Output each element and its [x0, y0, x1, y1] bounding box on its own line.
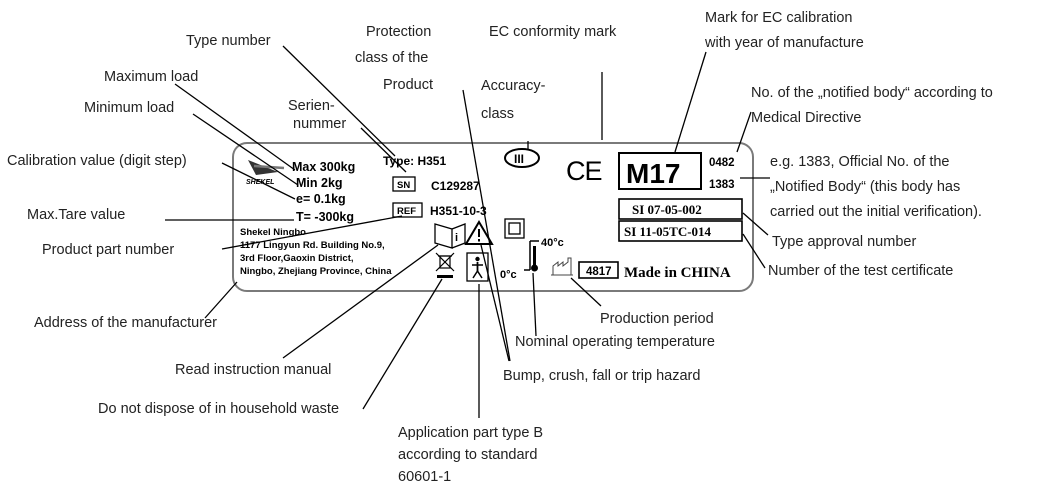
test-certificate-text: SI 11-05TC-014	[624, 224, 712, 239]
tare-value-text: T= -300kg	[296, 210, 354, 224]
callout-no-household: Do not dispose of in household waste	[98, 401, 339, 417]
body-type-b-icon	[466, 252, 489, 282]
callout-read-manual: Read instruction manual	[175, 362, 331, 378]
callout-ec-calibration-2: with year of manufacture	[704, 35, 864, 51]
notified-body-number: 0482	[709, 157, 735, 169]
made-in-text: Made in CHINA	[624, 265, 731, 281]
temp-min-text: 0°c	[500, 269, 517, 281]
weee-bin-icon	[435, 252, 455, 278]
callout-accuracy-2: class	[481, 106, 514, 122]
ref-box-text: REF	[397, 206, 416, 217]
callout-test-certificate: Number of the test certificate	[768, 263, 953, 279]
period-box-text: 4817	[586, 266, 612, 278]
callout-protection-3: Product	[383, 77, 433, 93]
max-load-text: Max 300kg	[292, 160, 355, 174]
callout-type-number: Type number	[186, 33, 271, 49]
manual-icon: i	[434, 223, 466, 249]
callout-serial-1: Serien-	[288, 98, 335, 114]
type-approval-box	[618, 198, 743, 220]
test-certificate-box	[618, 220, 743, 242]
label-plate	[232, 142, 754, 292]
m17-box	[618, 152, 702, 190]
callout-maximum-load: Maximum load	[104, 69, 198, 85]
m17-text: M17	[626, 158, 680, 189]
type-approval-text: SI 07-05-002	[632, 202, 702, 217]
type-number-text: Type: H351	[383, 154, 446, 168]
callout-bump-hazard: Bump, crush, fall or trip hazard	[503, 368, 700, 384]
square-protection-icon	[504, 218, 525, 239]
callout-application-part-3: 60601-1	[398, 469, 451, 485]
callout-production-period: Production period	[600, 311, 714, 327]
production-factory-icon	[551, 257, 573, 276]
thermometer-icon	[524, 240, 539, 272]
accuracy-class-text: III	[514, 152, 524, 166]
serial-number-text: C129287	[431, 179, 480, 193]
callout-application-part-2: according to standard	[398, 447, 537, 463]
ref-box	[392, 202, 423, 218]
temp-max-text: 40°c	[541, 237, 564, 249]
callout-ec-mark: EC conformity mark	[489, 24, 617, 40]
address-line-1: Shekel Ningbo	[240, 227, 306, 238]
e-value-text: e= 0.1kg	[296, 192, 346, 206]
callout-product-part: Product part number	[42, 242, 174, 258]
sn-box-text: SN	[397, 180, 410, 191]
callout-official-no-2: „Notified Body“ (this body has	[770, 179, 960, 195]
accuracy-class-ellipse	[504, 148, 540, 168]
callout-application-part-1: Application part type B	[398, 425, 543, 441]
callout-notified-body-1: No. of the „notified body“ according to	[751, 85, 993, 101]
callout-protection-1: Protection	[366, 24, 431, 40]
callout-minimum-load: Minimum load	[84, 100, 174, 116]
svg-text:i: i	[455, 232, 458, 244]
part-number-text: H351-10-3	[430, 204, 487, 218]
callout-type-approval: Type approval number	[772, 234, 916, 250]
callout-nominal-temp: Nominal operating temperature	[515, 334, 715, 350]
callout-official-no-3: carried out the initial verification).	[770, 204, 982, 220]
sn-box	[392, 176, 416, 192]
address-line-4: Ningbo, Zhejiang Province, China	[240, 266, 392, 277]
callout-official-no-1: e.g. 1383, Official No. of the	[770, 154, 949, 170]
ce-mark-text: CE	[566, 156, 602, 186]
address-line-3: 3rd Floor,Gaoxin District,	[240, 253, 354, 264]
official-number: 1383	[709, 179, 735, 191]
callout-address: Address of the manufacturer	[34, 315, 217, 331]
leader-lines	[165, 45, 770, 418]
scale-logo-icon	[248, 160, 285, 175]
callout-serial-2: nummer	[293, 116, 346, 132]
period-box	[578, 261, 619, 279]
callout-accuracy-1: Accuracy-	[481, 78, 546, 94]
warning-triangle-icon	[464, 220, 494, 245]
callout-calibration-value: Calibration value (digit step)	[7, 153, 187, 169]
callout-protection-2: class of the	[355, 50, 428, 66]
callout-ec-calibration-1: Mark for EC calibration	[705, 10, 852, 26]
callout-max-tare: Max.Tare value	[27, 207, 125, 223]
address-line-2: 1177 Lingyun Rd. Building No.9,	[240, 240, 385, 251]
min-load-text: Min 2kg	[296, 176, 343, 190]
callout-notified-body-2: Medical Directive	[751, 110, 861, 126]
